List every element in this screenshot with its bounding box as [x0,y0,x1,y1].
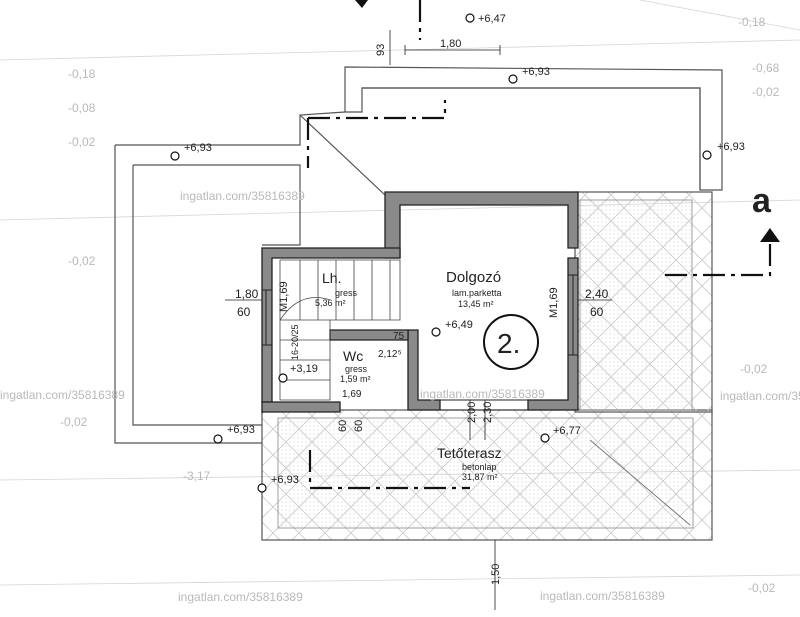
svg-text:ingatlan.com/35816389: ingatlan.com/35816389 [0,388,125,402]
level-roof-right: +6,93 [717,141,745,153]
dim-door-width: 2,00 [466,402,478,423]
section-label: a [752,182,772,220]
floor-number: 2. [497,328,520,359]
svg-text:-0,18: -0,18 [738,15,766,29]
dim-wc-door: 75 [393,331,405,342]
room-name-wc: Wc [343,348,363,364]
dim-door-height: 2,30 [482,402,494,423]
svg-text:-0,08: -0,08 [68,101,96,115]
level-roof-left: +6,93 [184,142,212,154]
level-room: +6,49 [445,319,473,331]
svg-text:ingatlan.com/35816389: ingatlan.com/35816389 [178,590,303,604]
terrain-levels: -0,18 -0,08 -0,02 -0,18 -0,68 -0,02 -0,0… [60,15,780,595]
svg-text:-0,02: -0,02 [752,85,780,99]
svg-text:-0,18: -0,18 [68,67,96,81]
dim-left-sill: 60 [237,305,251,319]
level-roof-top: +6,93 [522,66,550,78]
svg-text:-0,02: -0,02 [748,581,776,595]
floor-number-circle [483,314,539,370]
level-lower-left: +6,93 [271,474,299,486]
level-stair: +3,19 [290,363,318,375]
dim-wc-height: 2,12⁵ [378,349,402,360]
room-area-lh: 5,36 m² [315,298,346,308]
dim-left-opening: 1,80 [235,287,259,301]
dim-wc-window: 1,69 [342,389,362,400]
dim-top-width: 1,80 [440,38,461,50]
level-top: +6,47 [478,13,506,25]
dim-top-offset: 93 [375,44,387,56]
watermarks: ingatlan.com/35816389 ingatlan.com/35816… [0,189,800,604]
room-floor-wc: gress [345,364,368,374]
roof-outline [114,66,723,444]
room-name-tetoterasz: Tetőterasz [437,445,502,461]
dim-right-opening: 2,40 [585,287,609,301]
svg-text:ingatlan.com/35816389: ingatlan.com/35816389 [720,389,800,403]
walls [261,191,579,413]
svg-text:ingatlan.com/35816389: ingatlan.com/35816389 [540,589,665,603]
section-arrow [760,228,780,242]
dim-sill-a: 60 [337,420,349,432]
room-name-lh: Lh. [322,270,341,286]
svg-text:ingatlan.com/35816389: ingatlan.com/35816389 [420,387,545,401]
dim-wall-left: M1,69 [278,281,290,312]
room-name-dolgozo: Dolgozó [446,269,501,286]
svg-text:-0,02: -0,02 [68,135,96,149]
svg-text:-3,17: -3,17 [183,469,211,483]
room-floor-lh: gress [335,288,358,298]
room-area-tetoterasz: 31,87 m² [462,472,498,482]
svg-text:ingatlan.com/35816389: ingatlan.com/35816389 [180,189,305,203]
level-terrace-left: +6,93 [227,424,255,436]
dim-bottom: 1,50 [490,564,502,585]
dim-wall-right: M1,69 [548,287,560,318]
dim-stair: 16-20/25 [290,324,300,360]
dim-right-sill: 60 [590,305,604,319]
dim-sill-b: 60 [353,420,365,432]
level-terrace-right: +6,77 [553,425,581,437]
svg-text:-0,02: -0,02 [60,415,88,429]
svg-text:-0,68: -0,68 [752,61,780,75]
staircase [279,259,401,401]
level-markers [170,13,712,493]
svg-text:-0,02: -0,02 [68,254,96,268]
svg-text:-0,02: -0,02 [740,362,768,376]
room-area-wc: 1,59 m² [340,374,371,384]
room-floor-dolgozo: lam.parketta [452,288,502,298]
room-area-dolgozo: 13,45 m² [458,299,494,309]
section-line [306,0,772,490]
room-floor-tetoterasz: betonlap [462,462,497,472]
